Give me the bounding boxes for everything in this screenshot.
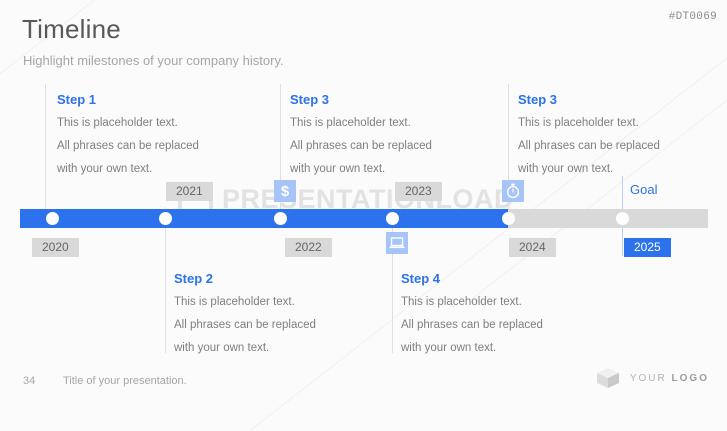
step-block-5: Step 3 This is placeholder text. All phr… [518,92,693,177]
step-line: All phrases can be replaced [401,319,543,331]
step-title: Step 4 [401,271,441,286]
timeline-node-1[interactable] [46,212,59,225]
step-line: with your own text. [290,163,386,175]
step-line: This is placeholder text. [401,296,522,308]
document-code: #DT0069 [668,11,717,23]
year-chip-2023[interactable]: 2023 [395,182,442,201]
step-block-4: Step 4 This is placeholder text. All phr… [401,271,576,356]
stopwatch-icon[interactable] [502,180,524,202]
step-line: with your own text. [518,163,614,175]
timeline-node-5[interactable] [502,212,515,225]
step-title: Step 2 [174,271,214,286]
step-line: This is placeholder text. [518,117,639,129]
year-chip-2022[interactable]: 2022 [285,238,332,257]
connector-line-step2 [165,228,166,353]
step-title: Step 1 [57,92,97,107]
timeline-bar-remaining [508,209,708,228]
step-line: All phrases can be replaced [174,319,316,331]
step-line: All phrases can be replaced [518,140,660,152]
year-chip-2025-goal[interactable]: 2025 [624,238,671,257]
step-line: with your own text. [401,342,497,354]
year-chip-2024[interactable]: 2024 [509,238,556,257]
timeline-graphic: 2020 2022 2024 2021 2023 Goal 2025 $ [20,84,708,353]
step-line: This is placeholder text. [174,296,295,308]
step-block-3: Step 3 This is placeholder text. All phr… [290,92,465,177]
timeline-node-goal[interactable] [616,212,629,225]
dollar-icon[interactable]: $ [274,180,296,202]
step-line: with your own text. [174,342,270,354]
connector-line-step1 [45,84,46,212]
step-line: All phrases can be replaced [290,140,432,152]
timeline-node-3[interactable] [274,212,287,225]
step-block-1: Step 1 This is placeholder text. All phr… [57,92,232,177]
timeline-bar-completed [20,209,508,228]
step-line: All phrases can be replaced [57,140,199,152]
laptop-icon[interactable] [386,232,408,254]
timeline-node-4[interactable] [386,212,399,225]
footer-title: Title of your presentation. [63,375,187,387]
step-line: This is placeholder text. [57,117,178,129]
step-block-2: Step 2 This is placeholder text. All phr… [174,271,349,356]
year-chip-2020[interactable]: 2020 [32,238,79,257]
step-title: Step 3 [518,92,558,107]
footer-page-number: 34 [23,375,36,387]
step-line: with your own text. [57,163,153,175]
timeline-node-2[interactable] [159,212,172,225]
goal-label: Goal [630,182,658,197]
step-title: Step 3 [290,92,330,107]
year-chip-2021[interactable]: 2021 [166,182,213,201]
step-line: This is placeholder text. [290,117,411,129]
